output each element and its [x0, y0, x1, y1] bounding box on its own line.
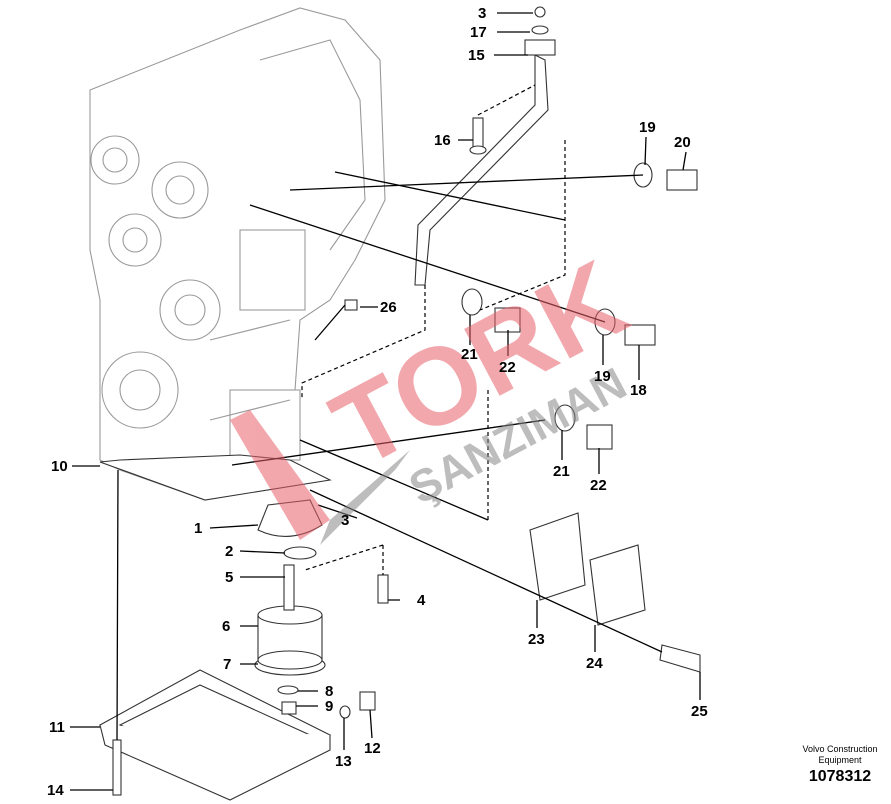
callout: 12 [364, 740, 381, 757]
callout: 14 [47, 782, 64, 799]
callout: 9 [325, 698, 333, 715]
callout: 18 [630, 382, 647, 399]
callout: 3 [478, 5, 486, 22]
callout: 13 [335, 753, 352, 770]
washers-plugs [112, 162, 698, 796]
callout: 24 [586, 655, 603, 672]
callout: 21 [553, 463, 570, 480]
callout: 22 [590, 477, 607, 494]
transmission-housing [89, 7, 386, 501]
callout: 11 [49, 719, 65, 736]
callout: 22 [499, 359, 516, 376]
callout: 20 [674, 134, 691, 151]
filter-strainer [254, 564, 326, 715]
drawing-number: 1078312 [808, 768, 872, 785]
callout: 5 [225, 569, 233, 586]
callout: 19 [594, 368, 611, 385]
oil-pan [98, 669, 332, 801]
company-name-line2: Equipment [818, 755, 862, 765]
callout: 3 [341, 512, 349, 529]
callout: 10 [51, 458, 68, 475]
oil-pipe [414, 54, 549, 286]
callout: 2 [225, 543, 233, 560]
callout: 21 [461, 346, 478, 363]
leader-lines [70, 12, 701, 791]
callout: 6 [222, 618, 230, 635]
callout: 25 [691, 703, 708, 720]
callout: 23 [528, 631, 545, 648]
callout-labels: 3 17 15 16 19 20 26 21 22 19 18 21 22 10… [47, 5, 708, 799]
callout: 17 [470, 24, 487, 41]
callout: 4 [417, 592, 426, 609]
callout: 8 [325, 683, 333, 700]
drawing-credit: Volvo Construction Equipment 1078312 [790, 744, 890, 788]
callout: 7 [223, 656, 231, 673]
callout: 1 [194, 520, 202, 537]
cover-24 [589, 544, 646, 626]
callout: 15 [468, 47, 485, 64]
callout: 19 [639, 119, 656, 136]
bolt-25 [659, 644, 701, 673]
company-name: Volvo Construction [802, 744, 878, 754]
callout: 26 [380, 299, 397, 316]
callout: 16 [434, 132, 451, 149]
gasket-23 [529, 512, 586, 601]
dashed-guides [301, 84, 566, 575]
